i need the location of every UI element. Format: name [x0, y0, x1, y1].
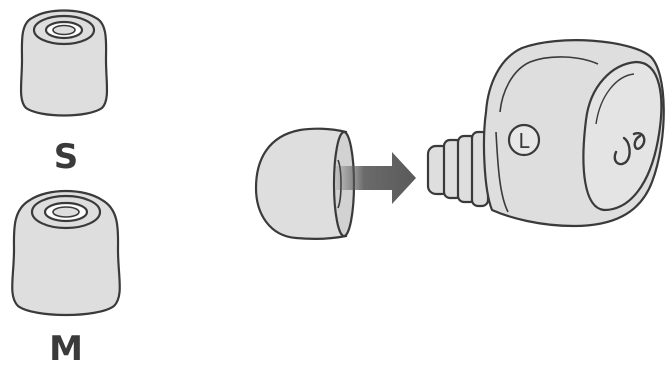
earbud: L — [426, 39, 665, 228]
side-badge-label: L — [518, 129, 530, 153]
size-label-m: M — [49, 329, 83, 366]
eartip-medium — [11, 190, 121, 317]
eartip-small — [19, 9, 109, 117]
side-badge — [507, 123, 541, 157]
size-label-s: S — [54, 137, 79, 177]
jaybird-logo-icon — [613, 132, 646, 166]
earbud-nozzle — [426, 130, 490, 208]
insert-direction-arrow — [336, 152, 416, 204]
